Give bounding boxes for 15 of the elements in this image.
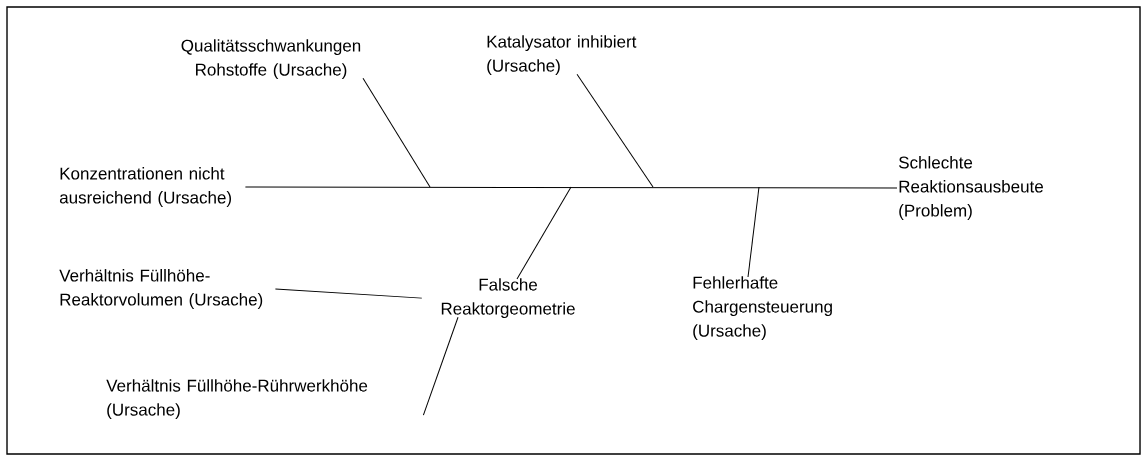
branch-line [576, 73, 654, 188]
cause-label: Fehlerhafte Chargensteuerung (Ursache) [693, 276, 832, 341]
problem-label: Schlechte Reaktionsausbeute (Problem) [899, 156, 1043, 220]
cause-label: Verhältnis Füllhöhe-Reaktorvolumen (Ursache) [59, 269, 263, 309]
branch-line [516, 186, 572, 280]
branch-line [422, 316, 459, 416]
cause-label: Katalysator inhibiert (Ursache) [487, 35, 637, 76]
cause-label: Qualitätsschwankungen Rohstoffe (Ursache) [181, 39, 361, 80]
spine-line [244, 186, 898, 189]
cause-label: Verhältnis Füllhöhe-Rührwerkhöhe (Ursache) [106, 379, 368, 420]
category-label: Falsche Reaktorgeometrie [441, 278, 575, 319]
cause-label: Konzentrationen nicht ausreichend (Ursache) [59, 167, 232, 207]
branch-line [362, 77, 431, 188]
branch-line [747, 186, 760, 278]
branch-line [274, 288, 423, 299]
